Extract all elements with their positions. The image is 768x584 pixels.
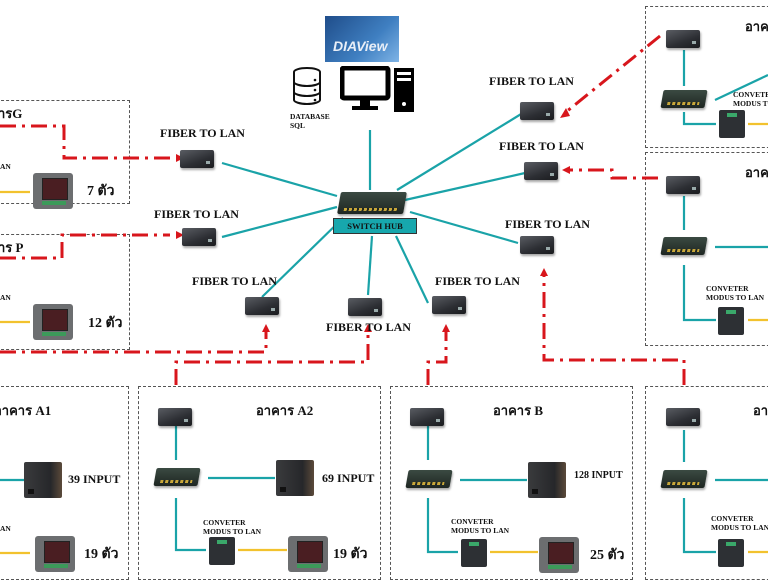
building-a1-title: อาคาร A1 [0, 403, 52, 418]
lan-link-r2 [404, 171, 526, 202]
building-p-box [0, 234, 130, 350]
lan-link-r3 [409, 210, 519, 245]
lan-links [0, 50, 768, 554]
fiber-links [0, 34, 686, 385]
fiber-label-r3: FIBER TO LAN [505, 217, 590, 231]
fiber-converter-b-local [410, 408, 444, 426]
power-meter-b [539, 537, 579, 573]
plc-inputs-b: 128 INPUT [574, 470, 623, 481]
fiber-converter-r3 [520, 236, 554, 254]
switch-r2 [660, 237, 708, 255]
lan-link-g [221, 161, 338, 198]
fiber-converter-a1 [245, 297, 279, 315]
fiber-link-a1 [0, 332, 268, 354]
fiber-converter-p [182, 228, 216, 246]
building-r1-title: อาค [745, 19, 768, 34]
power-meter-a2 [288, 536, 328, 572]
building-r3-title: อาค [753, 403, 768, 418]
switch-r3 [660, 470, 708, 488]
switch-r1 [660, 90, 708, 108]
building-a1-box [0, 386, 129, 580]
plc-b [528, 462, 566, 498]
fiber-label-r1: FIBER TO LAN [489, 74, 574, 88]
plc-inputs-a1: 39 INPUT [68, 472, 121, 486]
lan-label-cut-p: AN [0, 293, 11, 302]
lan-label-cut-a1: AN [0, 524, 11, 533]
lan-link-p [221, 205, 338, 239]
fiber-link-r2 [568, 168, 658, 180]
workstation-icon [339, 65, 416, 114]
meter-count-a1: 19 ตัว [84, 547, 119, 562]
building-p-title: าร P [0, 240, 24, 255]
fiber-label-a2: FIBER TO LAN [326, 320, 411, 334]
fiber-link-r1 [565, 34, 661, 114]
fiber-converter-a2 [348, 298, 382, 316]
fiber-converter-a2-local [158, 408, 192, 426]
building-a2-title: อาคาร A2 [256, 403, 314, 418]
fiber-converter-r2-local [666, 176, 700, 194]
building-r1-box [645, 6, 768, 148]
switch-a2 [153, 468, 201, 486]
building-b-box [390, 386, 633, 580]
modbus-converter-b [461, 539, 487, 567]
switch-b [405, 470, 453, 488]
power-meter-a1 [35, 536, 75, 572]
fiber-converter-r1 [520, 102, 554, 120]
fiber-label-p: FIBER TO LAN [154, 207, 239, 221]
meter-count-a2: 19 ตัว [333, 547, 368, 562]
power-meter-g [33, 173, 73, 209]
lan-link-b [395, 235, 429, 304]
lan-link-r1 [396, 110, 527, 191]
building-a2-box [138, 386, 381, 580]
fiber-converter-g [180, 150, 214, 168]
plc-a2 [276, 460, 314, 496]
fiber-link-r3 [542, 275, 686, 385]
diaview-logo: DIAView [325, 16, 399, 62]
fiber-arrowheads [176, 108, 570, 332]
fiber-link-a2 [174, 330, 370, 385]
fiber-converter-r2 [524, 162, 558, 180]
modbus-converter-r2 [718, 307, 744, 335]
database-icon [292, 66, 322, 106]
lan-link-a2 [366, 235, 374, 296]
switch-hub-device [337, 192, 407, 214]
building-r2-box [645, 152, 768, 346]
meter-count-g: 7 ตัว [87, 184, 115, 199]
building-r3-box [645, 386, 768, 580]
fiber-link-p [0, 233, 170, 260]
modbus-converter-r3 [718, 539, 744, 567]
fiber-converter-r3-local [666, 408, 700, 426]
building-r2-title: อาค [745, 165, 768, 180]
meter-count-b: 25 ตัว [590, 548, 625, 563]
modbus-converter-r1 [719, 110, 745, 138]
fiber-converter-r1-local [666, 30, 700, 48]
building-g-title: ารG [0, 106, 23, 121]
power-meter-p [33, 304, 73, 340]
fiber-label-r2: FIBER TO LAN [499, 139, 584, 153]
plc-inputs-a2: 69 INPUT [322, 471, 375, 485]
modbus-converter-a2 [209, 537, 235, 565]
fiber-link-g [0, 124, 170, 160]
fiber-label-g: FIBER TO LAN [160, 126, 245, 140]
plc-a1 [24, 462, 62, 498]
lan-label-cut-g: AN [0, 162, 11, 171]
lan-link-a1 [261, 217, 344, 298]
fiber-converter-b [432, 296, 466, 314]
switch-hub-label: SWITCH HUB [333, 218, 417, 234]
building-b-title: อาคาร B [493, 403, 544, 418]
meter-count-p: 12 ตัว [88, 316, 123, 331]
rs485-links [0, 122, 768, 555]
fiber-label-b: FIBER TO LAN [435, 274, 520, 288]
fiber-label-a1: FIBER TO LAN [192, 274, 277, 288]
fiber-link-b [426, 332, 448, 385]
